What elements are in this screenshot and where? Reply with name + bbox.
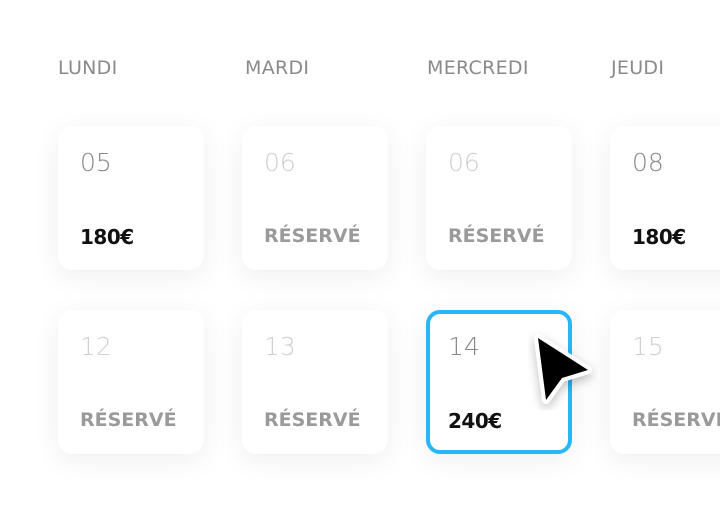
date-number: 12 bbox=[80, 332, 112, 361]
reserved-label: RÉSERVÉ bbox=[264, 225, 361, 247]
price-label: 240€ bbox=[448, 409, 502, 433]
date-number: 06 bbox=[264, 148, 296, 177]
day-header-lundi: LUNDI bbox=[58, 57, 118, 79]
date-number: 14 bbox=[448, 332, 480, 361]
cursor-pointer-icon bbox=[528, 330, 598, 410]
date-number: 13 bbox=[264, 332, 296, 361]
day-header-mardi: MARDI bbox=[245, 57, 310, 79]
reserved-label: RÉSERVÉ bbox=[632, 409, 720, 431]
date-card[interactable]: 05 180€ bbox=[58, 126, 204, 270]
reserved-label: RÉSERVÉ bbox=[448, 225, 545, 247]
day-header-mercredi: MERCREDI bbox=[427, 57, 529, 79]
date-card[interactable]: 08 180€ bbox=[610, 126, 720, 270]
date-number: 08 bbox=[632, 148, 664, 177]
date-number: 15 bbox=[632, 332, 664, 361]
price-label: 180€ bbox=[80, 225, 134, 249]
date-number: 05 bbox=[80, 148, 112, 177]
day-header-jeudi: JEUDI bbox=[611, 57, 665, 79]
date-number: 06 bbox=[448, 148, 480, 177]
reserved-label: RÉSERVÉ bbox=[264, 409, 361, 431]
reserved-label: RÉSERVÉ bbox=[80, 409, 177, 431]
price-label: 180€ bbox=[632, 225, 686, 249]
